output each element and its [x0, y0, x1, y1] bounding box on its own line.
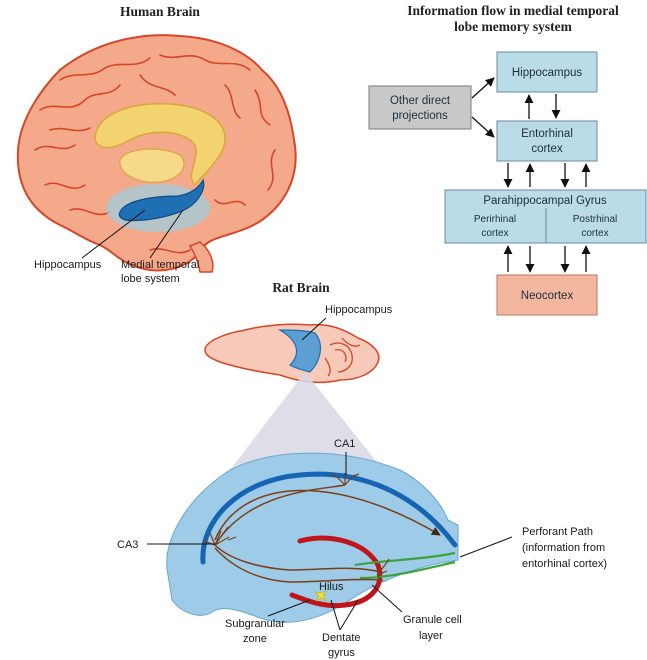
ca1-ca3-pyramidal-layer	[200, 471, 458, 565]
perforant-label-line2: (information from	[522, 542, 605, 554]
corpus-callosum	[94, 103, 226, 187]
arrow-other-to-entorhinal	[471, 116, 495, 138]
rat-hippocampus-label: Hippocampus	[325, 304, 393, 316]
thalamus	[119, 148, 185, 183]
human-hippocampus-label: Hippocampus	[34, 259, 102, 271]
gyri-lines	[34, 54, 276, 254]
entorhinal-line2: cortex	[531, 143, 563, 155]
granule-label-line2: layer	[419, 630, 443, 642]
perforant-path	[354, 551, 456, 580]
other-projections-line2: projections	[392, 110, 448, 122]
hippocampus-box	[496, 51, 598, 93]
rat-brain-outline	[204, 323, 380, 384]
flow-arrows	[471, 77, 591, 273]
rat-cerebellum	[324, 337, 361, 377]
other-projections-line1: Other direct	[390, 95, 451, 107]
perforant-label-line1: Perforant Path	[522, 526, 593, 538]
entorhinal-box	[496, 120, 598, 162]
entorhinal-line1: Entorhinal	[521, 128, 573, 140]
subgranular-label-line1: Subgranular	[225, 618, 285, 630]
rat-brain-illustration	[204, 323, 380, 384]
dentate-granule-layer	[289, 535, 383, 609]
hippocampal-circuit-panel: CA1 CA3 Hilus Perforant Path (informatio…	[117, 438, 607, 659]
brainstem	[188, 241, 214, 273]
neuron-dendrites	[202, 473, 390, 582]
mtl-label-line2: lobe system	[121, 273, 180, 285]
subgranular-leader-line	[267, 599, 311, 617]
human-brain-title: Human Brain	[120, 4, 200, 19]
perforant-label-line3: entorhinal cortex)	[522, 558, 607, 570]
rat-hippocampus	[277, 329, 322, 373]
dentate-leader-line-2	[339, 599, 359, 631]
postrhinal-line2: cortex	[581, 228, 608, 239]
flow-title-line2: lobe memory system	[454, 19, 572, 34]
human-brain-panel: Human Brain	[16, 4, 297, 285]
perirhinal-line2: cortex	[481, 228, 508, 239]
neocortex-box	[496, 274, 598, 316]
perirhinal-line1: Perirhinal	[474, 214, 516, 225]
perforant-leader-line	[459, 536, 513, 558]
dentate-label-line2: gyrus	[328, 647, 355, 659]
mtl-leader-line	[149, 209, 184, 259]
flow-diagram-panel: Information flow in medial temporal lobe…	[368, 3, 647, 316]
hippocampus-box-label: Hippocampus	[512, 67, 583, 79]
granule-leader-line	[371, 584, 403, 613]
postrhinal-line1: Postrhinal	[573, 214, 617, 225]
mtl-label-line1: Medial temporal	[121, 259, 199, 271]
neocortex-label: Neocortex	[521, 290, 574, 302]
dentate-label-line1: Dentate	[322, 632, 361, 644]
flow-title-line1: Information flow in medial temporal	[407, 3, 619, 18]
rat-hippocampus-leader-line	[301, 317, 327, 341]
hilus-label: Hilus	[319, 581, 344, 593]
parahippocampal-label: Parahippocampal Gyrus	[483, 195, 607, 207]
subgranular-label-line2: zone	[243, 633, 267, 645]
axon-paths	[214, 484, 441, 583]
other-projections-box	[368, 85, 472, 130]
granule-label-line1: Granule cell	[403, 614, 462, 626]
subgranular-neuron	[313, 590, 328, 603]
human-brain-illustration	[16, 34, 297, 273]
hippocampus-leader-line	[81, 209, 146, 259]
ca1-label: CA1	[334, 438, 355, 450]
ca3-label: CA3	[117, 539, 138, 551]
rat-brain-title: Rat Brain	[272, 280, 330, 295]
arrow-other-to-hippocampus	[471, 77, 495, 99]
dentate-leader-line-1	[330, 599, 341, 631]
